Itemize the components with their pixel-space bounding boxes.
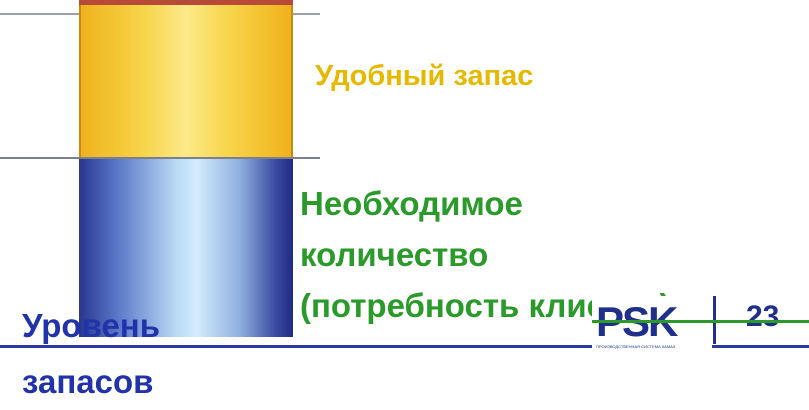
page-number: 23 [746,300,780,333]
required-quantity-segment [79,159,293,337]
required-line-1: Необходимое [300,185,523,222]
stock-level-line-1: Уровень [22,307,161,344]
comfort-stock-label: Удобный запас [315,60,534,92]
psk-logo: PSK ПРОИЗВОДСТВЕННАЯ СИСТЕМА КАМАЗ [592,296,712,352]
baseline [0,345,809,348]
comfort-stock-segment [79,5,293,157]
overlap-strike [592,320,809,323]
bar-top-edge [79,0,293,5]
stock-level-label: Уровень запасов [22,298,160,410]
stock-level-line-2: запасов [22,363,154,400]
middle-gridline [0,157,320,159]
required-line-2: количество [300,236,489,273]
logo-subtitle: ПРОИЗВОДСТВЕННАЯ СИСТЕМА КАМАЗ [596,344,676,349]
